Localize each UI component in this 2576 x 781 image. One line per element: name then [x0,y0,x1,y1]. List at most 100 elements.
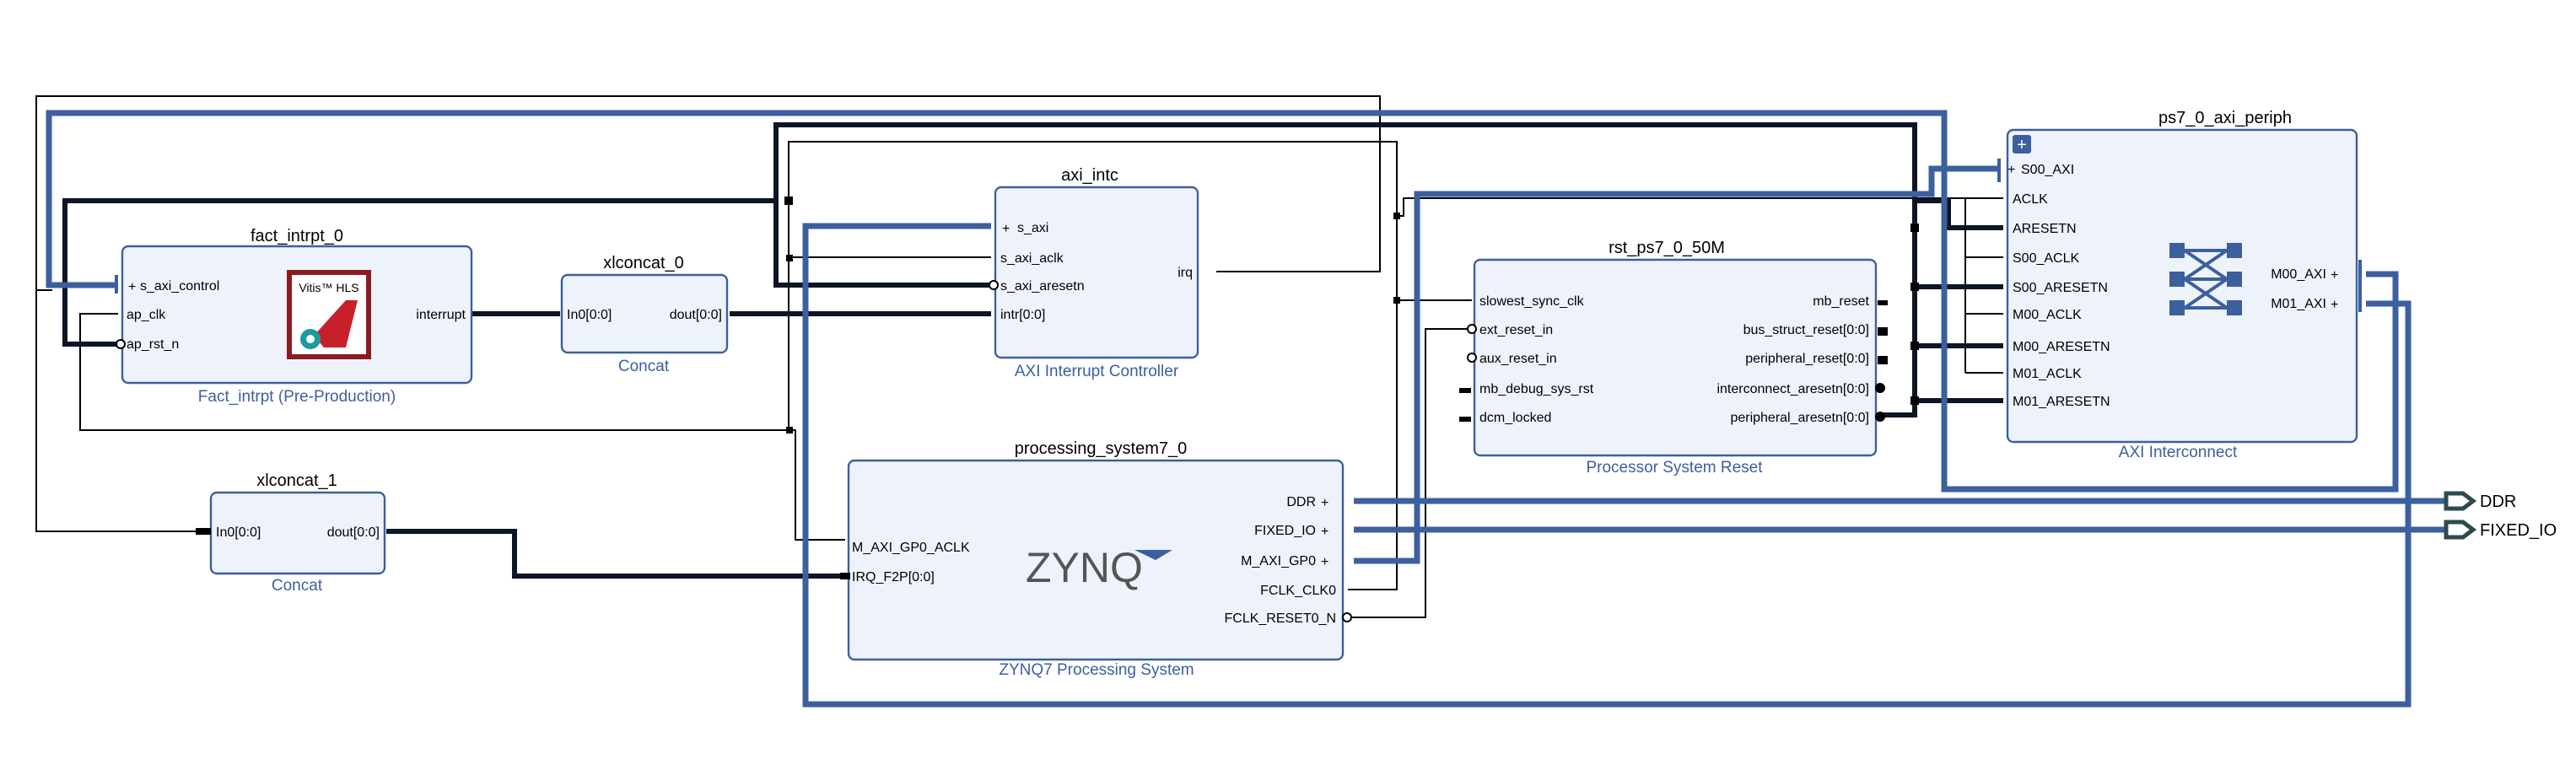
block-title: ps7_0_axi_periph [2158,109,2292,127]
wire-fclk-reset[interactable] [1348,328,1472,618]
block-title: rst_ps7_0_50M [1609,239,1725,257]
port-interconnect-aresetn[interactable]: interconnect_aresetn[0:0] [1716,382,1885,396]
wire-irq[interactable] [35,95,1381,291]
port-in0[interactable]: In0[0:0] [216,525,261,540]
plus-icon: + [128,280,136,294]
port-interrupt[interactable]: interrupt [416,308,466,322]
port-label: s_axi_aresetn [1000,279,1085,294]
port-s-axi[interactable]: + s_axi [1002,221,1048,236]
port-s00-aresetn[interactable]: S00_ARESETN [2013,281,2108,295]
external-port-fixed-io[interactable]: FIXED_IO [2444,520,2557,540]
junctions [784,197,1919,434]
port-label: S00_AXI [2021,163,2074,177]
wire-concat1-out[interactable] [386,529,845,579]
wire-intc-aresetn[interactable] [773,122,1917,288]
port-label: interconnect_aresetn[0:0] [1716,382,1869,396]
plus-icon: + [2007,163,2015,177]
wire-aresetn-fact[interactable] [62,198,776,347]
expand-icon[interactable]: + [2013,135,2031,154]
port-irq[interactable]: irq [1178,266,1193,280]
zynq-logo: ZYNQ [1026,544,1172,591]
port-in0[interactable]: In0[0:0] [567,308,612,322]
block-xlconcat-0[interactable]: xlconcat_0 Concat In0[0:0] dout[0:0] [560,254,729,375]
external-port-ddr[interactable]: DDR [2444,491,2516,511]
block-subtitle: Processor System Reset [1586,459,1763,477]
port-label: peripheral_aresetn[0:0] [1730,411,1869,425]
port-slowest-sync-clk[interactable]: slowest_sync_clk [1479,294,1585,309]
port-m01-aresetn[interactable]: M01_ARESETN [2013,395,2110,409]
block-subtitle: ZYNQ7 Processing System [999,661,1194,679]
wires [35,95,2446,708]
block-fact-intrpt[interactable]: fact_intrpt_0 Fact_intrpt (Pre-Productio… [115,227,473,406]
block-body [994,186,1199,359]
block-title: fact_intrpt_0 [251,227,343,245]
wire-xlconcat1-in[interactable] [35,290,196,532]
wire-peripheral-aresetn[interactable] [1873,198,2003,417]
port-intr[interactable]: intr[0:0] [1000,308,1045,322]
port-label: FCLK_RESET0_N [1225,611,1337,626]
block-processing-system7[interactable]: processing_system7_0 ZYNQ7 Processing Sy… [840,439,1352,679]
port-ext-reset-in[interactable]: ext_reset_in [1467,323,1553,337]
bus-m-axi-gp0[interactable] [1354,165,1999,564]
logo-text: ZYNQ [1026,544,1143,591]
port-label: M01_AXI [2271,297,2326,311]
port-ap-clk[interactable]: ap_clk [127,308,166,322]
port-fclk-clk0[interactable]: FCLK_CLK0 [1260,584,1336,598]
port-bus-struct-reset[interactable]: bus_struct_reset[0:0] [1743,323,1869,337]
port-dcm-locked[interactable]: dcm_locked [1479,411,1551,425]
port-m01-aclk[interactable]: M01_ACLK [2013,367,2082,381]
plus-icon: + [1321,555,1328,569]
port-m-axi-gp0[interactable]: M_AXI_GP0 + [1241,554,1328,569]
port-label: s_axi_control [140,279,219,294]
block-title: processing_system7_0 [1015,439,1188,458]
plus-icon: + [2331,268,2338,283]
block-subtitle: AXI Interconnect [2119,444,2238,461]
block-body [847,459,1345,661]
plus-icon: + [1002,222,1010,236]
external-port-label: DDR [2480,493,2516,511]
port-m01-axi[interactable]: M01_AXI + [2271,297,2338,312]
port-dout[interactable]: dout[0:0] [670,308,722,322]
plus-icon: + [1321,525,1328,539]
block-rst-ps7[interactable]: rst_ps7_0_50M Processor System Reset slo… [1459,239,1888,477]
port-peripheral-aresetn[interactable]: peripheral_aresetn[0:0] [1730,411,1885,425]
port-s-axi-aclk[interactable]: s_axi_aclk [1000,251,1064,266]
port-fixed-io[interactable]: FIXED_IO + [1254,524,1328,539]
port-aux-reset-in[interactable]: aux_reset_in [1467,352,1557,366]
port-m00-axi[interactable]: M00_AXI + [2271,267,2338,283]
port-label: ap_clk [127,308,166,322]
external-port-label: FIXED_IO [2480,521,2557,540]
port-m-axi-gp0-aclk[interactable]: M_AXI_GP0_ACLK [852,541,970,555]
port-ap-rst-n[interactable]: ap_rst_n [116,337,179,352]
block-axi-periph[interactable]: ps7_0_axi_periph AXI Interconnect + + S0… [1997,109,2362,461]
port-mb-reset[interactable]: mb_reset [1813,294,1869,309]
block-body [560,273,729,354]
port-aclk[interactable]: ACLK [2013,192,2048,207]
port-ddr[interactable]: DDR + [1286,495,1328,510]
port-aresetn[interactable]: ARESETN [2013,222,2077,236]
port-mb-debug-sys-rst[interactable]: mb_debug_sys_rst [1479,382,1594,396]
port-s00-aclk[interactable]: S00_ACLK [2013,251,2079,266]
bus-m01-axi[interactable] [802,223,2412,708]
port-dout[interactable]: dout[0:0] [327,525,380,540]
block-title: axi_intc [1061,166,1118,185]
port-m00-aclk[interactable]: M00_ACLK [2013,308,2082,322]
crossbar-icon [2169,243,2242,315]
port-m00-aresetn[interactable]: M00_ARESETN [2013,340,2110,354]
port-label: DDR [1286,495,1316,509]
port-fclk-reset0-n[interactable]: FCLK_RESET0_N [1225,611,1352,626]
block-xlconcat-1[interactable]: xlconcat_1 Concat In0[0:0] dout[0:0] [196,471,386,595]
port-peripheral-reset[interactable]: peripheral_reset[0:0] [1745,352,1869,366]
port-s-axi-control[interactable]: + s_axi_control [115,275,219,294]
wire-fclk-clk0-fact[interactable] [79,313,789,431]
port-irq-f2p[interactable]: IRQ_F2P[0:0] [852,570,935,584]
port-label: s_axi [1017,221,1048,235]
port-s-axi-aresetn[interactable]: s_axi_aresetn [989,279,1085,294]
block-title: xlconcat_0 [603,254,684,272]
vitis-hls-logo: Vitis™ HLS [287,270,371,359]
plus-icon: + [1321,496,1328,510]
block-axi-intc[interactable]: axi_intc AXI Interrupt Controller + s_ax… [989,166,1199,380]
port-s00-axi[interactable]: + S00_AXI [1997,159,2074,182]
plus-icon: + [2331,298,2338,312]
bus-s-axi-control[interactable] [46,110,2399,493]
